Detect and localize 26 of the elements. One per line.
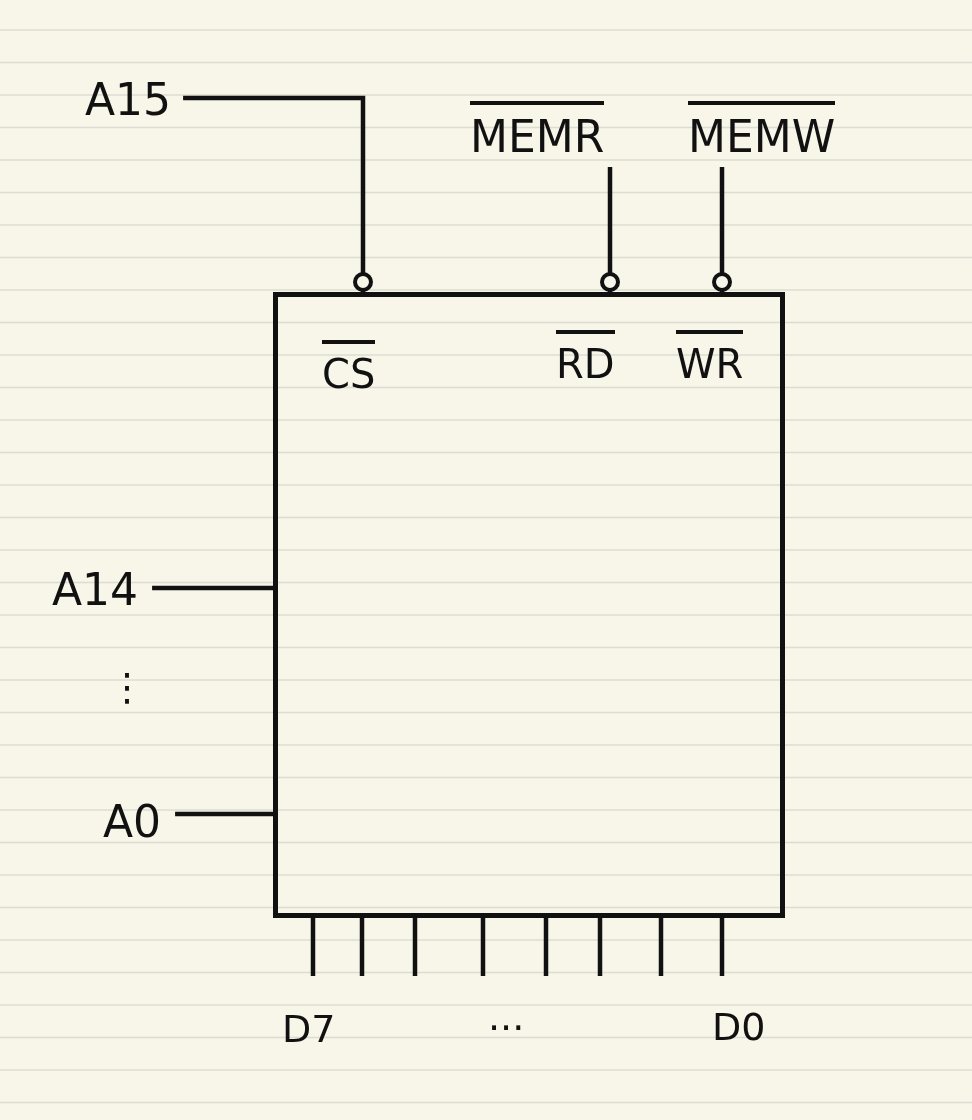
data-pin-line [597,918,603,976]
data-pin-line [412,918,418,976]
signal-name: MEMR [470,101,605,159]
pin-name: D7 [282,1010,336,1048]
signal-line [175,811,273,817]
signal-name: A0 [103,800,162,844]
ellipsis: ⋮ [108,668,146,706]
data-pin-line [480,918,486,976]
pin-name: CS [322,340,376,394]
signal-line [600,167,620,292]
data-pin-line [543,918,549,976]
chip-box [273,292,785,918]
data-pin-line [658,918,664,976]
ellipsis: ... [488,998,525,1036]
pin-name: D0 [712,1008,766,1046]
signal-name: A14 [52,568,139,612]
signal-line [183,95,373,292]
data-pin-line [719,918,725,976]
data-pin-line [310,918,316,976]
signal-name: A15 [85,78,172,122]
pin-name: RD [556,330,615,384]
signal-line [712,167,732,292]
data-pin-line [359,918,365,976]
signal-line [152,585,273,591]
pin-name: WR [676,330,744,384]
signal-name: MEMW [688,101,836,159]
